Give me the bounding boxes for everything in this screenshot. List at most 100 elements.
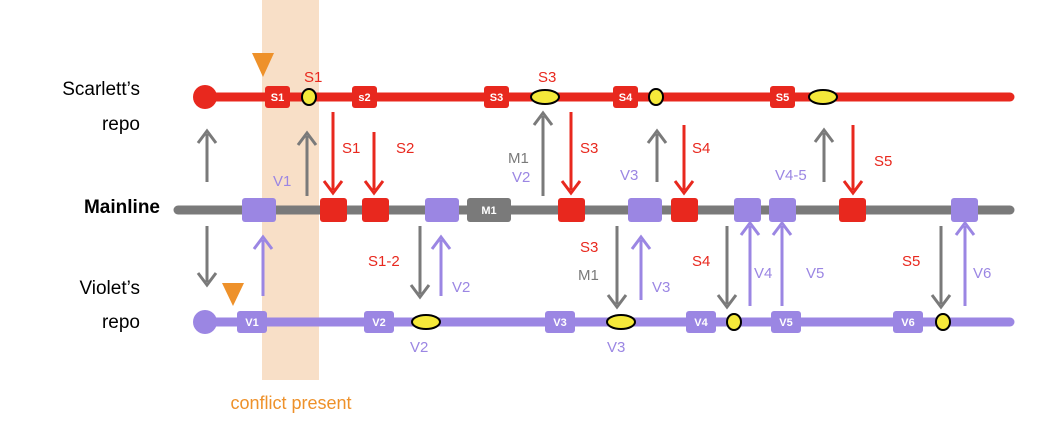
label-v3-up: V3 <box>620 167 638 184</box>
arrow-v6-push <box>954 220 976 306</box>
scarlett-merge-marker <box>808 89 838 105</box>
arrow-v1-push <box>252 234 274 296</box>
label-v45-up: V4-5 <box>775 167 807 184</box>
mainline-commit-violet <box>242 198 276 222</box>
violet-label-1: Violet’s <box>79 278 140 299</box>
scarlett-commit-s4: S4 <box>613 86 638 108</box>
svg-text:S4: S4 <box>619 92 633 104</box>
violet-commit-v2: V2 <box>364 311 394 333</box>
violet-commit-v4: V4 <box>686 311 716 333</box>
label-v2-up: V2 <box>512 169 530 186</box>
label-s4-down: S4 <box>692 140 710 157</box>
label-s3-top: S3 <box>538 69 556 86</box>
label-s1-down: S1 <box>342 140 360 157</box>
mainline-commit-red <box>558 198 585 222</box>
arrow-v45-up <box>813 127 835 182</box>
arrow-sync-up <box>196 128 218 182</box>
svg-text:V3: V3 <box>553 317 566 329</box>
violet-merge-marker <box>411 314 441 330</box>
violet-merge-marker <box>726 313 742 331</box>
label-s3-down: S3 <box>580 140 598 157</box>
arrow-s3-down <box>560 112 582 196</box>
arrow-m1-down <box>606 226 628 310</box>
label-v1-up: V1 <box>273 173 291 190</box>
svg-text:S3: S3 <box>490 92 503 104</box>
violet-label-2: repo <box>102 312 140 333</box>
scarlett-commit-s3: S3 <box>484 86 509 108</box>
svg-text:S1: S1 <box>271 92 284 104</box>
label-s12-down: S1-2 <box>368 253 400 270</box>
svg-text:s2: s2 <box>358 92 370 104</box>
mainline-label: Mainline <box>84 197 160 218</box>
label-v2-push: V2 <box>452 279 470 296</box>
label-s4-downv: S4 <box>692 253 710 270</box>
arrow-s4-downv <box>716 226 738 310</box>
arrow-v4-push <box>739 220 761 306</box>
scarlett-label-2: repo <box>102 114 140 135</box>
violet-commit-v1: V1 <box>237 311 267 333</box>
mainline-commit-red <box>671 198 698 222</box>
scarlett-commit-s5: S5 <box>770 86 795 108</box>
scarlett-merge-marker <box>530 89 560 105</box>
label-s1-top: S1 <box>304 69 322 86</box>
mainline-commit-violet <box>628 198 662 222</box>
mainline-commit-violet <box>734 198 761 222</box>
mainline-commit-violet <box>425 198 459 222</box>
svg-text:V2: V2 <box>372 317 385 329</box>
mainline-commit-red <box>839 198 866 222</box>
arrow-sync-down <box>196 226 218 288</box>
arrow-s5-downv <box>930 226 952 310</box>
conflict-label: conflict present <box>230 393 351 413</box>
svg-text:S5: S5 <box>776 92 789 104</box>
arrow-s2-down <box>363 132 385 196</box>
mainline-commit-red <box>362 198 389 222</box>
mainline-commit-violet <box>769 198 796 222</box>
label-v2-bottom: V2 <box>410 339 428 356</box>
arrow-v5-push <box>771 220 793 306</box>
label-v4-push: V4 <box>754 265 772 282</box>
label-m1-downv: M1 <box>578 267 599 284</box>
scarlett-commit-s2: s2 <box>352 86 377 108</box>
scarlett-merge-marker <box>301 88 317 106</box>
svg-text:V5: V5 <box>779 317 792 329</box>
conflict-band <box>262 0 319 380</box>
scarlett-label-1: Scarlett’s <box>62 79 140 100</box>
scarlett-conflict-marker <box>252 53 274 77</box>
svg-text:M1: M1 <box>481 205 496 217</box>
arrow-v2-push <box>430 234 452 296</box>
violet-merge-marker <box>606 314 636 330</box>
violet-merge-marker <box>935 313 951 331</box>
arrow-v3-up <box>646 128 668 182</box>
label-s5-downv: S5 <box>902 253 920 270</box>
scarlett-merge-marker <box>648 88 664 106</box>
label-v5-push: V5 <box>806 265 824 282</box>
label-v3-push: V3 <box>652 279 670 296</box>
violet-commit-v5: V5 <box>771 311 801 333</box>
svg-text:V1: V1 <box>245 317 258 329</box>
label-v6-push: V6 <box>973 265 991 282</box>
arrow-s5-down <box>842 125 864 196</box>
arrow-s4-down <box>673 125 695 196</box>
arrow-v3-push <box>630 234 652 300</box>
arrow-s12-down <box>409 226 431 300</box>
arrow-m1-up <box>532 110 554 196</box>
arrow-v1-up <box>296 130 318 196</box>
mainline-commit-red <box>320 198 347 222</box>
svg-text:V6: V6 <box>901 317 914 329</box>
label-m1-up: M1 <box>508 150 529 167</box>
violet-start-dot <box>193 310 217 334</box>
svg-text:V4: V4 <box>694 317 708 329</box>
violet-commit-v3: V3 <box>545 311 575 333</box>
label-s2-down: S2 <box>396 140 414 157</box>
scarlett-start-dot <box>193 85 217 109</box>
arrow-s1-down <box>322 112 344 196</box>
scarlett-commit-s1: S1 <box>265 86 290 108</box>
mainline-commit-violet <box>951 198 978 222</box>
label-s3-downv: S3 <box>580 239 598 256</box>
label-s5-down: S5 <box>874 153 892 170</box>
violet-conflict-marker <box>222 283 244 306</box>
mainline-commit-m1: M1 <box>467 198 511 222</box>
label-v3-bottom: V3 <box>607 339 625 356</box>
violet-commit-v6: V6 <box>893 311 923 333</box>
